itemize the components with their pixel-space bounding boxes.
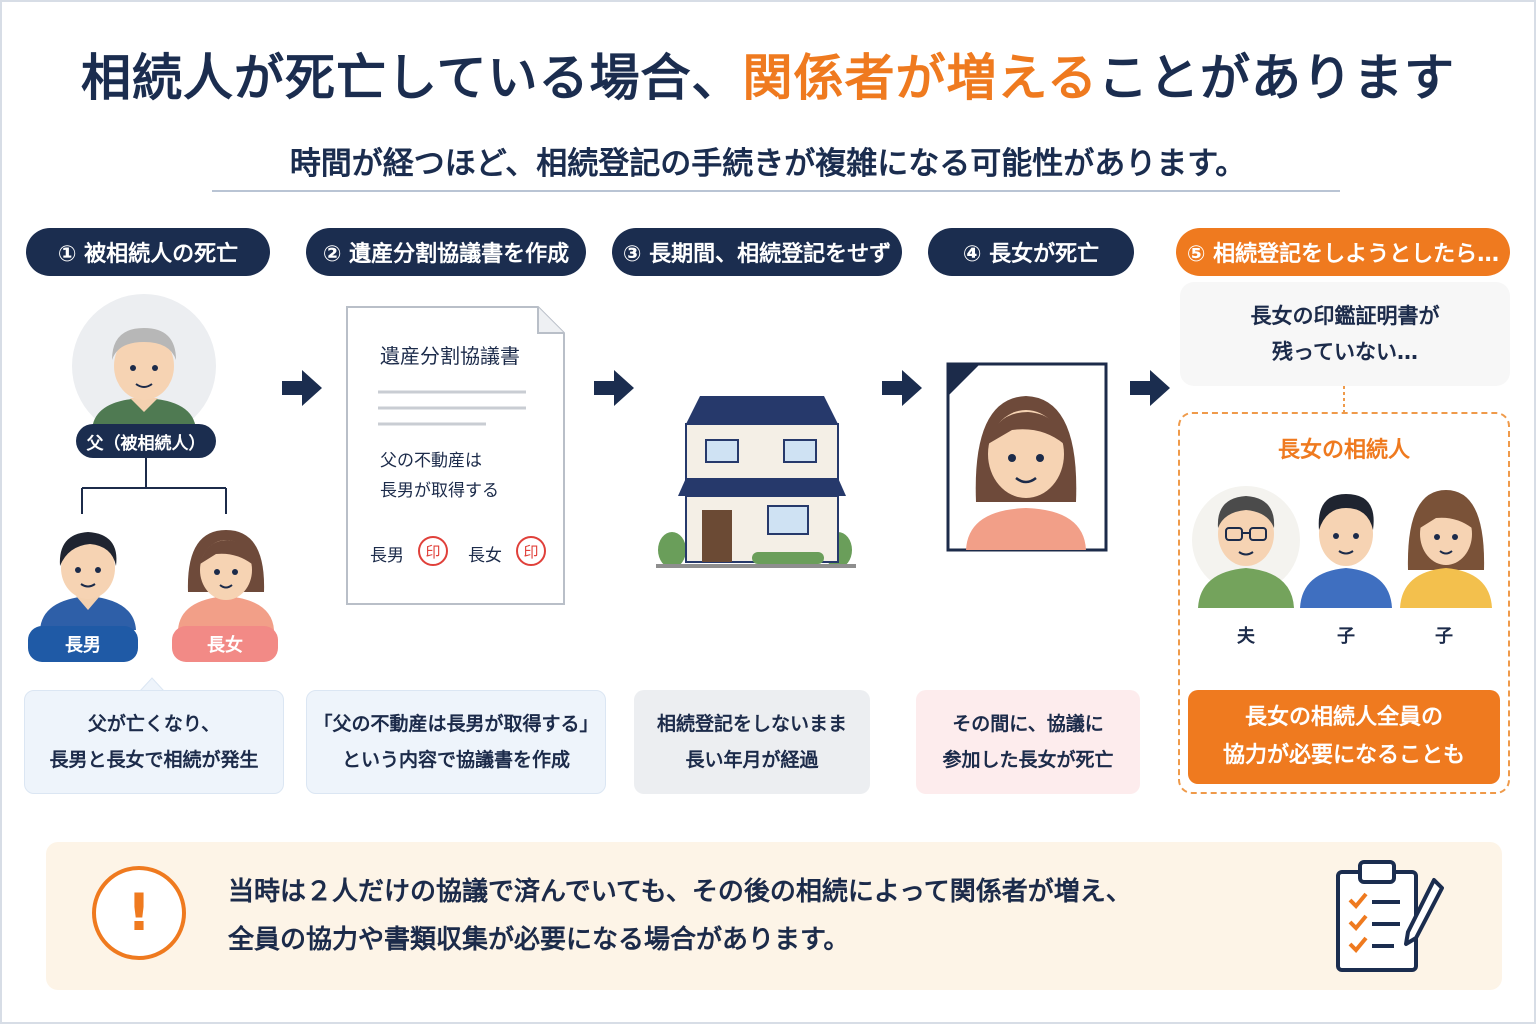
father-label: 父（被相続人） (76, 424, 216, 458)
note-text: 当時は２人だけの協議で済んでいても、その後の相続によって関係者が増え、 全員の協… (228, 868, 1132, 964)
bubble-connector (1343, 386, 1345, 412)
title-part1: 相続人が死亡している場合、 (81, 49, 743, 107)
step-3-pill: ③ 長期間、相続登記をせず (612, 228, 902, 276)
note-line1: 当時は２人だけの協議で済んでいても、その後の相続によって関係者が増え、 (228, 877, 1132, 907)
result-box: 長女の相続人全員の 協力が必要になることも (1188, 690, 1500, 784)
heirs-title: 長女の相続人 (1277, 438, 1410, 463)
heirs-box (1178, 412, 1510, 794)
seal-stamp: 印 (516, 536, 546, 566)
son-icon (40, 532, 136, 630)
page-subtitle: 時間が経つほど、相続登記の手続きが複雑になる可能性があります。 (289, 146, 1247, 182)
arrow-right-icon (282, 370, 322, 406)
document-title: 遺産分割協議書 (380, 344, 520, 368)
desc-step-3: 相続登記をしないまま 長い年月が経過 (634, 690, 870, 794)
family-tree-lines (81, 458, 227, 514)
arrow-right-icon (1130, 370, 1170, 406)
clipboard-checklist-icon (1336, 860, 1444, 972)
document-icon (346, 306, 565, 605)
seal-name-daughter: 長女 (468, 546, 502, 566)
note-box (46, 842, 1502, 990)
desc-step-2-line1: 「父の不動産は長男が取得する」 (313, 713, 599, 735)
document-body-line2: 長男が取得する (380, 481, 499, 501)
child-daughter-icon (1400, 490, 1492, 608)
bubble-line2: 残っていない… (1272, 340, 1418, 364)
daughter-icon (178, 530, 274, 630)
title-part2: ことがあります (1098, 49, 1455, 107)
heir-label-husband: 夫 (1237, 626, 1255, 647)
father-icon (72, 294, 216, 438)
document-body-line1: 父の不動産は (380, 451, 482, 471)
step-2-pill: ② 遺産分割協議書を作成 (306, 228, 586, 276)
desc-step-4-line2: 参加した長女が死亡 (942, 749, 1114, 771)
house-icon (656, 396, 856, 568)
heir-label-child: 子 (1435, 626, 1453, 647)
daughter-label: 長女 (172, 626, 278, 662)
portrait-icon (946, 362, 1108, 552)
arrow-right-icon (882, 370, 922, 406)
exclamation-icon: ! (92, 866, 186, 960)
seal-name-son: 長男 (370, 546, 404, 566)
subtitle-divider (212, 190, 1340, 192)
desc-step-2-line2: という内容で協議書を作成 (341, 749, 570, 771)
child-son-icon (1300, 494, 1392, 608)
heir-label-child: 子 (1337, 626, 1355, 647)
step-1-pill: ① 被相続人の死亡 (26, 228, 270, 276)
seal-stamp: 印 (418, 536, 448, 566)
husband-icon (1192, 486, 1300, 608)
desc-step-1-line1: 父が亡くなり、 (87, 713, 221, 735)
desc-step-1-line2: 長男と長女で相続が発生 (49, 749, 259, 771)
step-4-pill: ④ 長女が死亡 (928, 228, 1134, 276)
desc-step-4: その間に、協議に 参加した長女が死亡 (916, 690, 1140, 794)
title-accent: 関係者が増える (742, 49, 1098, 107)
desc-step-3-line2: 長い年月が経過 (685, 749, 819, 771)
speech-bubble: 長女の印鑑証明書が 残っていない… (1180, 282, 1510, 386)
note-line2: 全員の協力や書類収集が必要になる場合があります。 (228, 925, 850, 955)
result-line1: 長女の相続人全員の (1244, 705, 1443, 730)
result-line2: 協力が必要になることも (1222, 743, 1465, 768)
document-body: 父の不動産は 長男が取得する (380, 446, 499, 506)
desc-step-3-line1: 相続登記をしないまま (656, 713, 847, 735)
desc-step-1: 父が亡くなり、 長男と長女で相続が発生 (24, 690, 284, 794)
bubble-line1: 長女の印鑑証明書が (1250, 304, 1440, 328)
step-5-pill: ⑤ 相続登記をしようとしたら… (1176, 228, 1510, 276)
desc-step-4-line1: その間に、協議に (952, 713, 1104, 735)
page-title: 相続人が死亡している場合、関係者が増えることがあります (0, 38, 1536, 110)
desc-step-2: 「父の不動産は長男が取得する」 という内容で協議書を作成 (306, 690, 606, 794)
arrow-right-icon (594, 370, 634, 406)
son-label: 長男 (28, 626, 138, 662)
